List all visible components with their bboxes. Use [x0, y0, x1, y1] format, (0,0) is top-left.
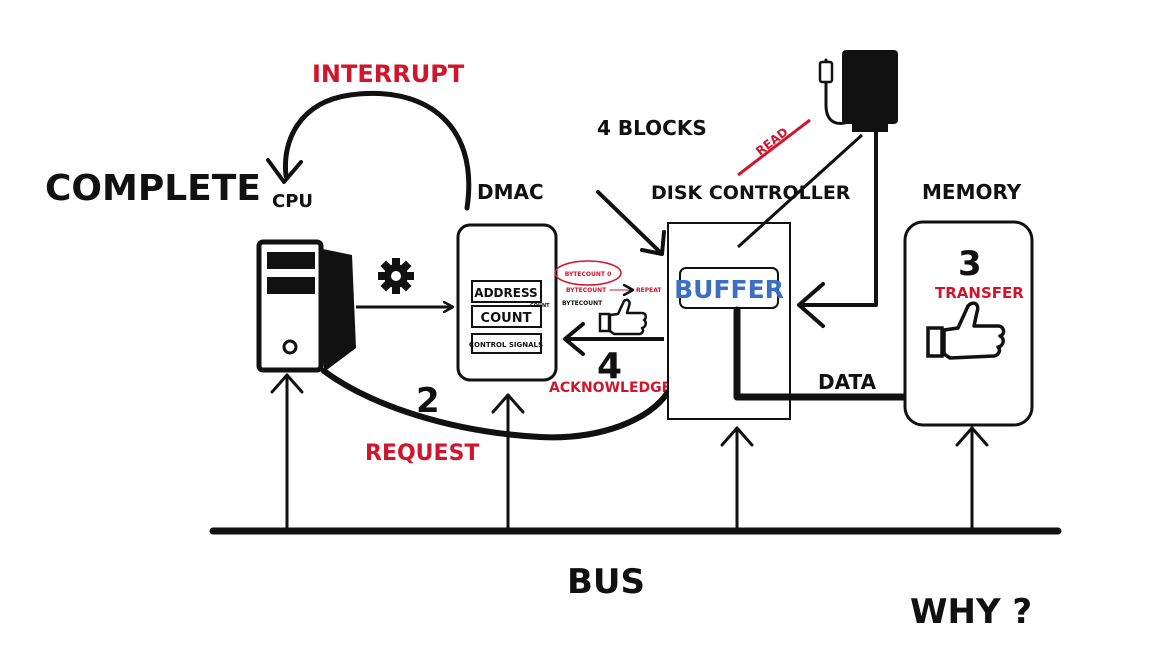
note-bytecount-mid: BYTECOUNT — [566, 287, 607, 294]
step3-number: 3 — [958, 244, 982, 284]
interrupt-arrowhead — [266, 158, 303, 184]
address-register — [471, 280, 542, 303]
disk-controller-box — [667, 222, 791, 420]
thumbs-up-small-icon — [598, 298, 647, 336]
control-signals-label: CONTROL SIGNALS — [469, 341, 543, 349]
request-curve — [321, 368, 671, 441]
four-blocks-label: 4 BLOCKS — [597, 116, 707, 140]
data-label: DATA — [818, 370, 877, 394]
transfer-label: TRANSFER — [935, 284, 1024, 302]
why-label: WHY ? — [910, 592, 1032, 632]
address-label: ADDRESS — [474, 286, 537, 300]
count-register — [471, 305, 542, 328]
cpu-label: CPU — [272, 191, 313, 212]
control-signals-register — [471, 333, 542, 354]
drive-to-controller-line — [798, 130, 878, 307]
read-label: READ — [753, 125, 791, 159]
dmac-label: DMAC — [477, 180, 544, 204]
buffer-box — [679, 267, 779, 309]
complete-label: COMPLETE — [45, 168, 261, 209]
thumbs-up-large-icon — [926, 301, 1006, 360]
data-path — [733, 306, 952, 397]
request-label: REQUEST — [365, 441, 479, 466]
note-bytecount-low: BYTECOUNT — [562, 300, 603, 307]
step2-number: 2 — [416, 381, 440, 421]
read-arrow — [737, 118, 811, 177]
note-bytecount-top: BYTECOUNT 0 — [565, 271, 612, 278]
drive-link-line — [736, 133, 864, 249]
note-repeat: REPEAT — [636, 287, 662, 294]
bytecount-circle — [554, 260, 622, 286]
note-count: COUNT — [530, 303, 550, 309]
memory-label: MEMORY — [922, 180, 1022, 204]
interrupt-label: INTERRUPT — [312, 60, 465, 88]
disk-controller-label: DISK CONTROLLER — [651, 182, 851, 204]
bus-connectors — [270, 373, 989, 531]
four-blocks-arrow — [596, 190, 662, 254]
interrupt-arc — [282, 90, 472, 211]
step4-number: 4 — [597, 346, 622, 387]
hard-drive-icon — [818, 50, 898, 132]
count-label: COUNT — [481, 311, 532, 326]
buffer-label: BUFFER — [674, 275, 784, 304]
gear-icon — [378, 258, 414, 294]
bus-label: BUS — [567, 562, 645, 602]
cpu-tower — [256, 239, 356, 373]
